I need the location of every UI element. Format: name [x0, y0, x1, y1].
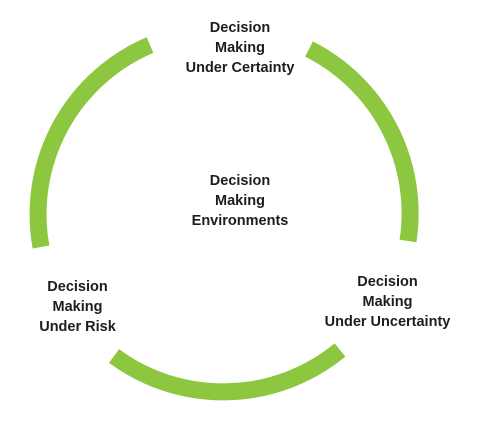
node-right-line3: Under Uncertainty: [324, 314, 451, 330]
arc-top-right: [305, 41, 419, 243]
node-top-line1: Decision: [209, 20, 271, 36]
node-left-line1: Decision: [47, 279, 108, 295]
center-line2: Making: [215, 193, 265, 209]
node-left-line3: Under Risk: [39, 319, 116, 335]
node-right-line1: Decision: [357, 274, 418, 290]
node-top-line3: Under Certainty: [185, 60, 295, 76]
node-decision-under-certainty: Decision Making Under Certainty: [150, 18, 330, 78]
node-decision-under-risk: Decision Making Under Risk: [0, 277, 155, 337]
arc-top-left: [29, 37, 154, 249]
node-left-line2: Making: [52, 299, 103, 315]
node-right-line2: Making: [362, 294, 413, 310]
center-line1: Decision: [209, 173, 271, 189]
arc-bottom: [108, 343, 346, 401]
node-decision-under-uncertainty: Decision Making Under Uncertainty: [295, 272, 480, 332]
center-title: Decision Making Environments: [150, 171, 330, 231]
node-top-line2: Making: [215, 40, 265, 56]
center-line3: Environments: [191, 213, 289, 229]
